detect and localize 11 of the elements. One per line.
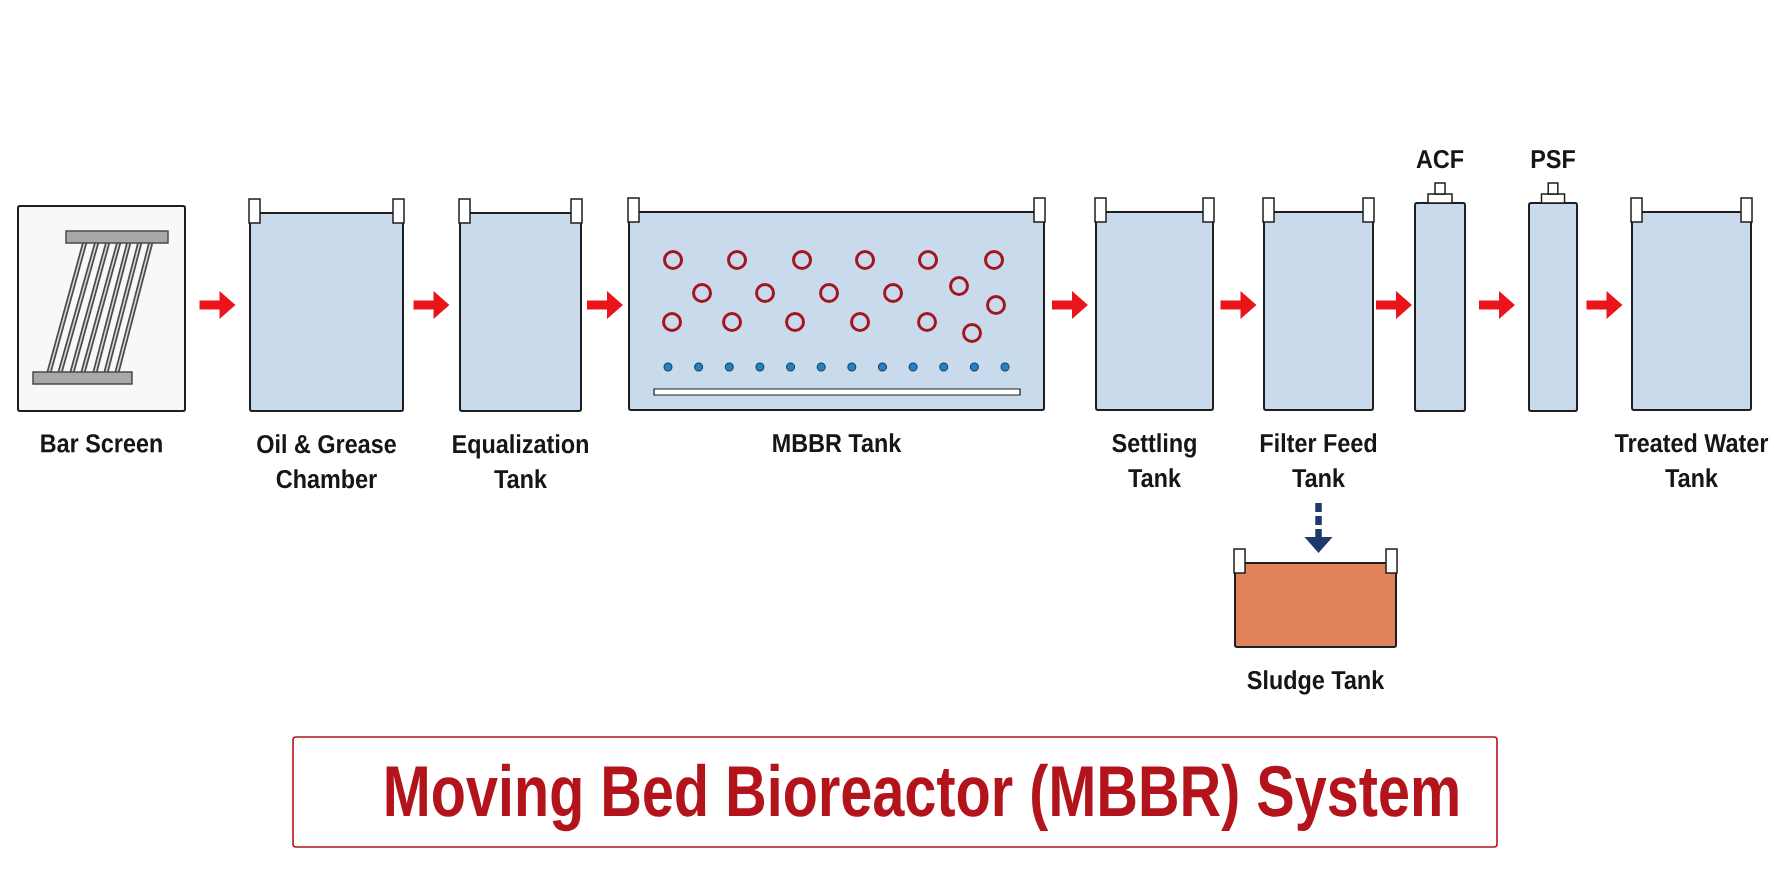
tank-label: Oil & Grease Chamber — [257, 434, 396, 489]
tank-label: Filter Feed Tank — [1260, 433, 1377, 488]
tank-label: Sludge Tank — [1247, 670, 1385, 695]
tank-label: MBBR Tank — [773, 433, 902, 453]
tank-label: Settling Tank — [1112, 433, 1196, 488]
column-label: ACF — [1416, 149, 1464, 169]
title-box: Moving Bed Bioreactor (MBBR) System — [292, 736, 1498, 848]
tank-label: Equalization Tank — [453, 434, 588, 489]
box-label: Bar Screen — [41, 434, 162, 453]
tank-label: Treated Water Tank — [1614, 433, 1769, 488]
column-label: PSF — [1531, 149, 1575, 169]
